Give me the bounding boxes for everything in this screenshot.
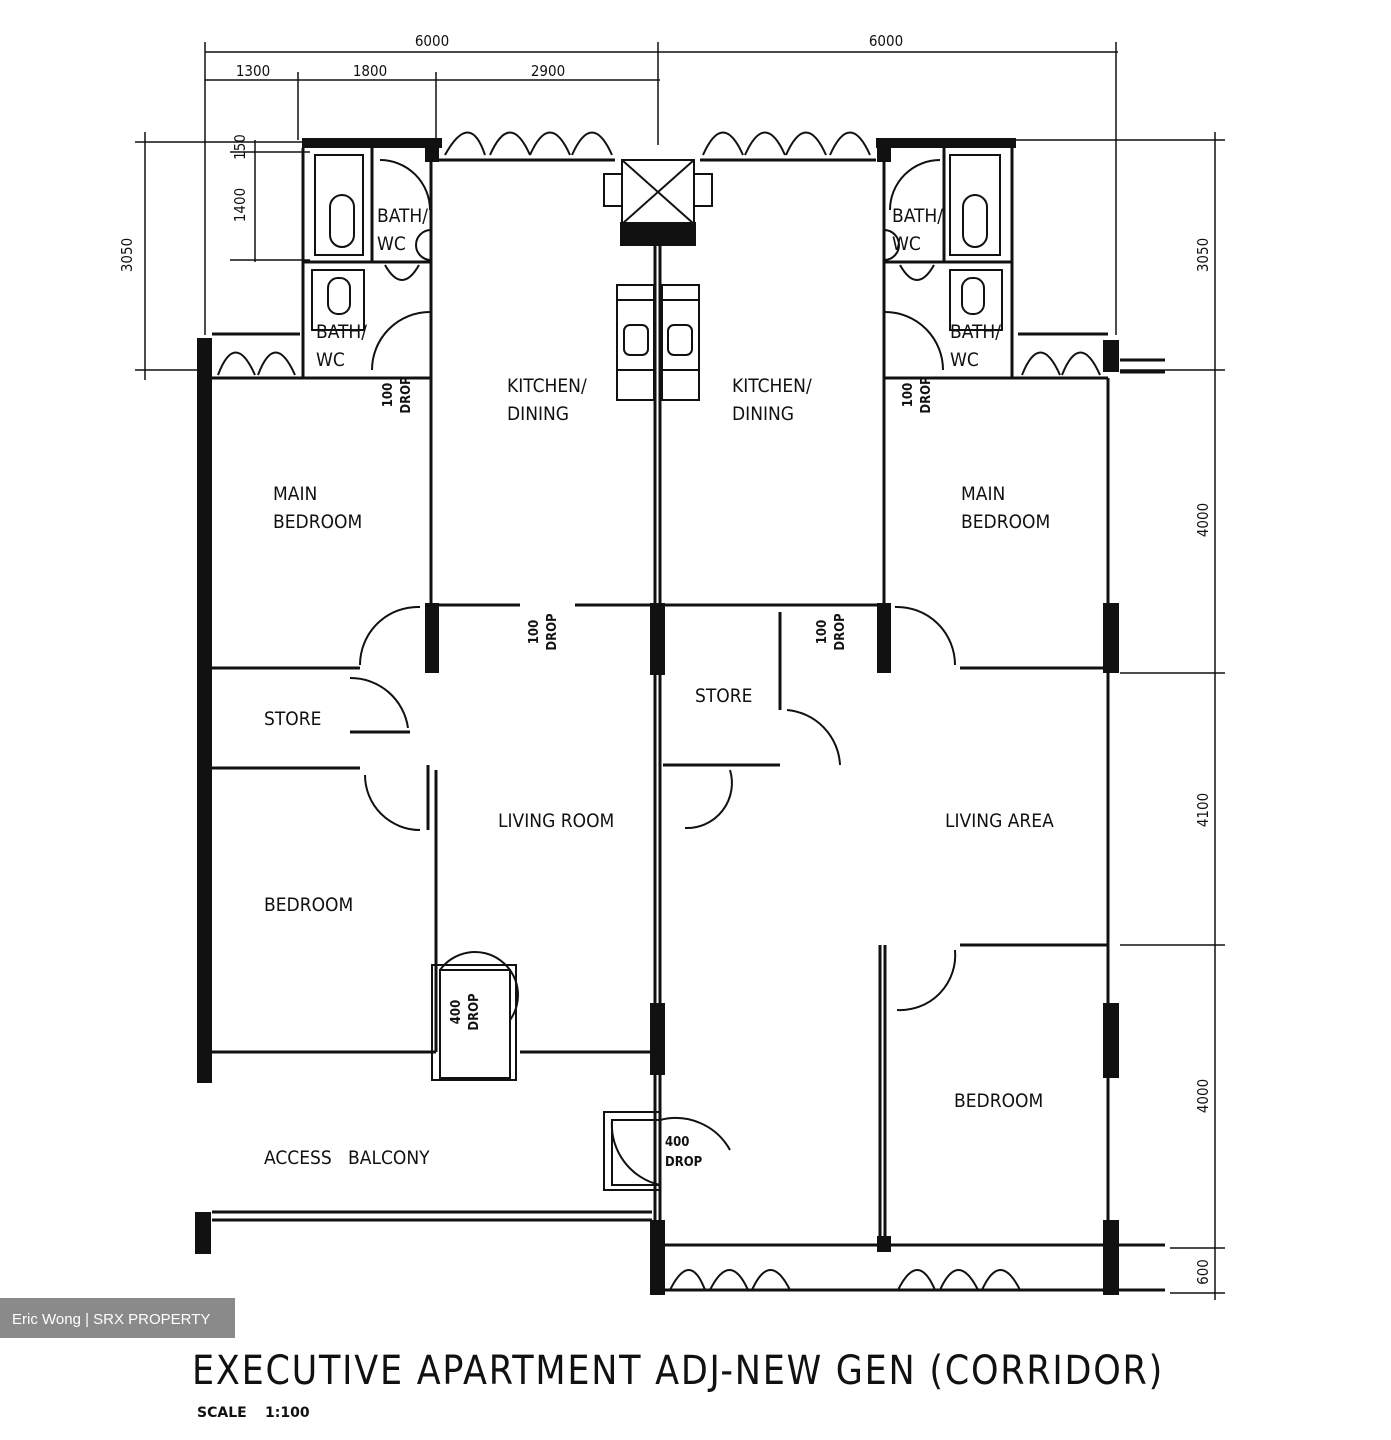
room-labels: BATH/ WC BATH/ WC BATH/ WC BATH/ WC KITC… bbox=[264, 205, 1054, 1169]
drop-living-left-label: DROP bbox=[545, 613, 560, 651]
kitchen-left-line1: KITCHEN/ bbox=[507, 375, 587, 397]
dim-right-3: 4100 bbox=[1194, 793, 1212, 827]
kitchen-right-line1: KITCHEN/ bbox=[732, 375, 812, 397]
dim-left-inner-2: 150 bbox=[231, 134, 249, 160]
plan-title: EXECUTIVE APARTMENT ADJ-NEW GEN (CORRIDO… bbox=[192, 1348, 1164, 1394]
living-left-label: LIVING ROOM bbox=[498, 810, 614, 832]
dim-right-5: 600 bbox=[1194, 1259, 1212, 1285]
drop-labels: 100 DROP 100 DROP 100 DROP 100 DROP 400 … bbox=[381, 376, 934, 1170]
drop-right-bath-label: DROP bbox=[919, 376, 934, 414]
bath-wc-left-line2: WC bbox=[316, 349, 345, 371]
drop-right-bath-value: 100 bbox=[901, 383, 916, 407]
bath-wc-top-left-line2: WC bbox=[377, 233, 406, 255]
dim-right-4: 4000 bbox=[1194, 1079, 1212, 1113]
bath-wc-top-right-line1: BATH/ bbox=[892, 205, 943, 227]
dimension-lines bbox=[135, 42, 1225, 1300]
dim-right-2: 4000 bbox=[1194, 503, 1212, 537]
bath-wc-right-line1: BATH/ bbox=[950, 321, 1001, 343]
access-balcony-label: ACCESS BALCONY bbox=[264, 1147, 430, 1169]
main-bedroom-right-line1: MAIN bbox=[961, 483, 1005, 505]
dim-top-right-total: 6000 bbox=[869, 32, 903, 50]
watermark-text: Eric Wong | SRX PROPERTY bbox=[12, 1311, 210, 1328]
dim-right-1: 3050 bbox=[1194, 238, 1212, 272]
dim-left-outer: 3050 bbox=[118, 238, 136, 272]
bath-wc-top-left-line1: BATH/ bbox=[377, 205, 428, 227]
kitchen-right-line2: DINING bbox=[732, 403, 794, 425]
dim-top-seg-1: 1300 bbox=[236, 62, 270, 80]
bedroom-right-label: BEDROOM bbox=[954, 1090, 1043, 1112]
main-bedroom-left-line1: MAIN bbox=[273, 483, 317, 505]
drop-bedroom-left-label: DROP bbox=[467, 993, 482, 1031]
bath-wc-left-line1: BATH/ bbox=[316, 321, 367, 343]
dim-left-inner-1: 1400 bbox=[231, 188, 249, 222]
refuse-chute bbox=[603, 159, 713, 225]
drop-balcony-label: DROP bbox=[665, 1155, 703, 1170]
dim-top-seg-2: 1800 bbox=[353, 62, 387, 80]
drop-living-left-value: 100 bbox=[527, 620, 542, 644]
bath-wc-right-line2: WC bbox=[950, 349, 979, 371]
dimension-labels: 6000 6000 1300 1800 2900 3050 1400 150 3… bbox=[118, 32, 1212, 1285]
scale-value: 1:100 bbox=[265, 1405, 310, 1421]
store-right-label: STORE bbox=[695, 685, 752, 707]
bath-fixtures bbox=[311, 154, 1003, 331]
bath-wc-top-right-line2: WC bbox=[892, 233, 921, 255]
drop-left-bath-label: DROP bbox=[399, 376, 414, 414]
main-bedroom-right-line2: BEDROOM bbox=[961, 511, 1050, 533]
bedroom-left-label: BEDROOM bbox=[264, 894, 353, 916]
interior-walls bbox=[212, 148, 1165, 1295]
dim-top-left-total: 6000 bbox=[415, 32, 449, 50]
drop-living-right-label: DROP bbox=[833, 613, 848, 651]
drop-living-right-value: 100 bbox=[815, 620, 830, 644]
drop-left-bath-value: 100 bbox=[381, 383, 396, 407]
watermark-badge: Eric Wong | SRX PROPERTY bbox=[0, 1298, 235, 1338]
dim-top-seg-3: 2900 bbox=[531, 62, 565, 80]
door-swings bbox=[217, 131, 1101, 1291]
drop-balcony-value: 400 bbox=[665, 1135, 689, 1150]
scale-label: SCALE bbox=[197, 1405, 247, 1421]
sinks bbox=[616, 284, 700, 401]
store-left-label: STORE bbox=[264, 708, 321, 730]
main-bedroom-left-line2: BEDROOM bbox=[273, 511, 362, 533]
kitchen-left-line2: DINING bbox=[507, 403, 569, 425]
drop-bedroom-left-value: 400 bbox=[449, 1000, 464, 1024]
drop-boxes bbox=[431, 964, 661, 1191]
living-right-label: LIVING AREA bbox=[945, 810, 1054, 832]
